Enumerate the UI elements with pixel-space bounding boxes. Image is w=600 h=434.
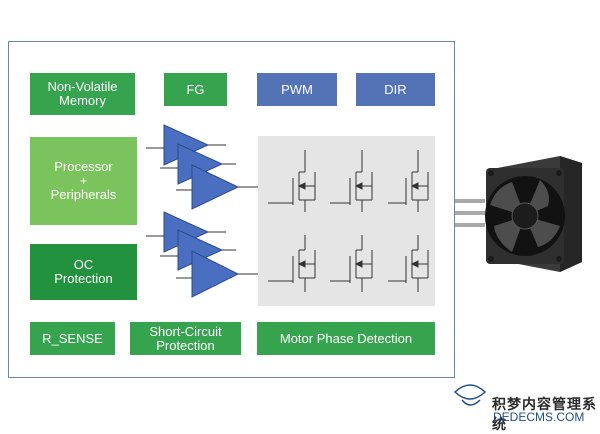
fg-block: FG [164,73,227,106]
gate-driver-upper-group [146,124,258,210]
watermark-logo [453,384,487,406]
motor-phase-detection-block: Motor Phase Detection [257,322,435,355]
cooling-fan-image [485,156,582,272]
short-circuit-protection-block: Short-Circuit Protection [130,322,241,355]
oc-protection-block: OC Protection [30,244,137,300]
mosfet-low-side-1 [268,235,316,292]
mosfet-low-side-2 [330,235,373,292]
gate-driver-triangle [191,164,240,210]
mosfet-low-side-3 [388,235,429,292]
motor-output-wires [455,199,485,227]
mosfet-array [268,150,429,292]
watermark-url: DEDECMS.COM [493,410,585,424]
pwm-block: PWM [257,73,337,106]
r-sense-block: R_SENSE [30,322,115,355]
gate-driver-lower-group [146,211,258,298]
non-volatile-memory-block: Non-Volatile Memory [30,73,135,115]
gate-driver-triangle [191,250,240,298]
mosfet-high-side-3 [388,150,429,212]
watermark-chinese-text: 积梦内容管理系统 [492,396,597,432]
dir-block: DIR [356,73,435,106]
mosfet-high-side-1 [268,150,316,212]
mosfet-high-side-2 [330,150,373,212]
processor-peripherals-block: Processor + Peripherals [30,137,137,225]
